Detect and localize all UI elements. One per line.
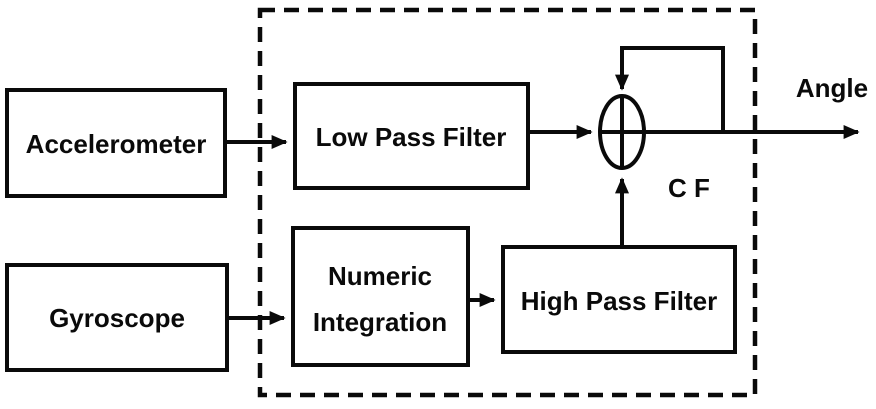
angle-output-label: Angle xyxy=(796,73,868,103)
numeric-integration-label-line1: Numeric xyxy=(328,261,432,291)
filter-boundary-dashed-box xyxy=(257,7,758,398)
plus-circle-icon xyxy=(598,94,646,170)
gyroscope-label: Gyroscope xyxy=(49,303,185,333)
accelerometer-label: Accelerometer xyxy=(26,129,207,159)
gyroscope-block: Gyroscope xyxy=(5,263,229,372)
low-pass-filter-block: Low Pass Filter xyxy=(293,82,530,190)
low-pass-filter-label: Low Pass Filter xyxy=(316,122,507,152)
feedback-loop-line xyxy=(615,46,725,130)
numeric-integration-block: Numeric Integration xyxy=(291,226,470,367)
numeric-integration-label-line2: Integration xyxy=(313,307,447,337)
complementary-filter-cf-label: C F xyxy=(668,173,710,203)
high-pass-filter-label: High Pass Filter xyxy=(521,286,718,316)
high-pass-filter-block: High Pass Filter xyxy=(501,245,737,354)
accelerometer-block: Accelerometer xyxy=(5,88,227,198)
